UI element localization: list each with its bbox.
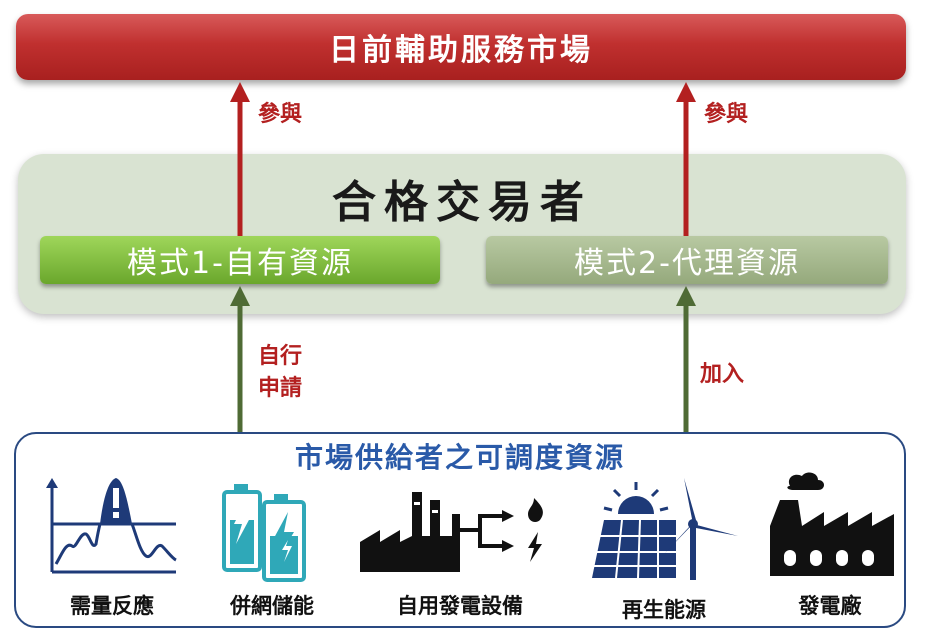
- self-generation-icon: [360, 492, 543, 572]
- mode1-own-resources: 模式1-自有資源: [40, 236, 440, 284]
- market-label: 日前輔助服務市場: [329, 33, 593, 68]
- renewable-energy-icon: [592, 478, 738, 580]
- self-apply-label-2: 申請: [258, 376, 303, 401]
- join-label: 加入: [700, 362, 745, 387]
- resource-label-demand-response: 需量反應: [70, 594, 154, 618]
- resource-label-battery-storage: 併網儲能: [230, 594, 314, 618]
- mode2-label: 模式2-代理資源: [574, 246, 800, 281]
- resource-label-renewable: 再生能源: [622, 598, 706, 622]
- participate-label-right: 參與: [704, 102, 749, 127]
- demand-response-icon: [46, 478, 177, 574]
- power-plant-icon: [770, 472, 894, 576]
- day-ahead-ancillary-market: 日前輔助服務市場: [16, 14, 906, 80]
- resource-label-self-generation: 自用發電設備: [397, 594, 523, 618]
- self-apply-label-1: 自行: [258, 344, 303, 369]
- mode1-label: 模式1-自有資源: [127, 246, 353, 281]
- qualified-trader-panel: [18, 154, 906, 314]
- battery-storage-icon: [222, 484, 306, 582]
- supplier-resources-title: 市場供給者之可調度資源: [294, 441, 625, 474]
- mode2-aggregated-resources: 模式2-代理資源: [486, 236, 888, 284]
- qualified-trader-title: 合格交易者: [332, 177, 592, 228]
- participate-label-left: 參與: [258, 102, 303, 127]
- resource-label-power-plant: 發電廠: [798, 594, 862, 618]
